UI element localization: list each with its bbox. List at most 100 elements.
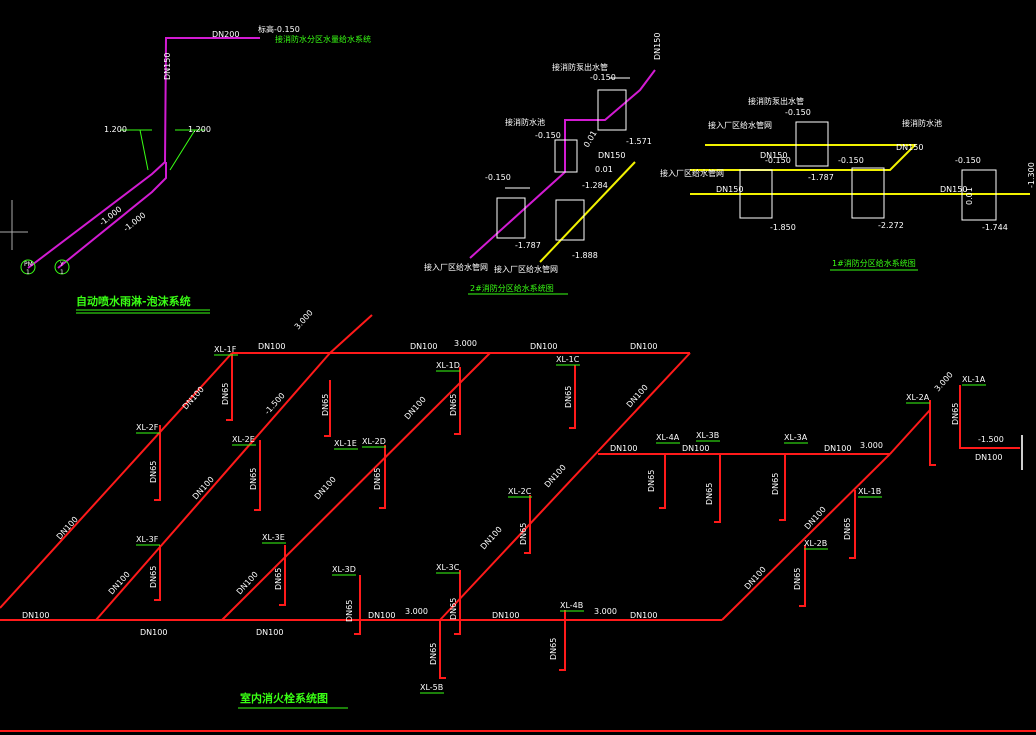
hydrant-dn65-7: DN65	[373, 468, 382, 490]
hydrant-e3000-3: 3.000	[594, 607, 617, 616]
hydrant-dn100-15: DN100	[55, 515, 80, 541]
hydrant-dn65-11: DN65	[345, 600, 354, 622]
area1-e9: -1.300	[1027, 162, 1036, 188]
riser-label-xl-1c: XL-1C	[556, 355, 580, 364]
hydrant-dn65-5: DN65	[274, 568, 283, 590]
area2-e7: -1.888	[572, 251, 598, 260]
area2-e6: -1.284	[582, 181, 608, 190]
hydrant-pipe-diag-2	[95, 352, 331, 621]
hydrant-dn65-3: DN65	[149, 566, 158, 588]
hydrant-e3000-5: 3.000	[933, 370, 955, 393]
riser-label-xl-1a: XL-1A	[962, 375, 986, 384]
riser-label-xl-1d: XL-1D	[436, 361, 460, 370]
riser-label-xl-3c: XL-3C	[436, 563, 460, 572]
hydrant-annotations: DN100 DN100 DN100 DN100 DN100 DN100 DN10…	[0, 308, 1036, 732]
riser-label-xl-1f: XL-1F	[214, 345, 237, 354]
hydrant-dn100-13: DN100	[824, 444, 851, 453]
hydrant-dn65-4: DN65	[249, 468, 258, 490]
area2-n4: 接入厂区给水管网	[494, 264, 558, 274]
hydrant-dn65-14: DN65	[549, 638, 558, 660]
area2-title: 2#消防分区给水系统图	[470, 283, 554, 293]
foam-system-title: 自动喷水雨淋-泡沫系统	[76, 294, 191, 308]
foam-tag-b: 1	[26, 269, 30, 276]
hydrant-dn65-2: DN65	[149, 461, 158, 483]
area1-dn150b: DN150	[716, 185, 743, 194]
hydrant-dn100-20: DN100	[479, 525, 504, 551]
hydrant-dn65-13: DN65	[429, 643, 438, 665]
foam-tag-d: 1	[60, 269, 64, 276]
riser-label-xl-2c: XL-2C	[508, 487, 532, 496]
hydrant-dn65-18: DN65	[843, 518, 852, 540]
hydrant-pipe-right	[889, 409, 931, 455]
area2-v2: 0.01	[582, 129, 599, 149]
hydrant-e3000-6: 3.000	[293, 308, 315, 331]
area1-n1: 接入厂区给水管网	[708, 120, 772, 130]
foam-elev-1200a: 1.200	[104, 125, 127, 134]
area2-e4: -1.787	[515, 241, 541, 250]
area1-e2: -0.150	[765, 156, 791, 165]
hydrant-dn100-18: DN100	[625, 383, 650, 409]
riser-label-xl-1e: XL-1E	[334, 439, 357, 448]
area2-yellow-pipe	[539, 161, 636, 263]
foam-elev-top: 标高-0.150	[258, 24, 300, 34]
riser-label-xl-4b: XL-4B	[560, 601, 583, 610]
hydrant-e1500-2: -1.500	[978, 435, 1004, 444]
hydrant-pipe-diag-5	[721, 453, 891, 621]
area2-n2: 接消防水池	[505, 117, 545, 127]
foam-note-top: 接消防水分区水量给水系统	[275, 34, 371, 44]
foam-pipe-branch	[57, 162, 167, 269]
riser-label-xl-3d: XL-3D	[332, 565, 356, 574]
foam-elev-1200b: 1.200	[188, 125, 211, 134]
foam-system: DN200 DN150 标高-0.150 接消防水分区水量给水系统 1.200 …	[0, 24, 371, 314]
area1-v1: 0.01	[965, 187, 974, 205]
foam-tag-c: Y	[59, 261, 64, 268]
area1-e7: -1.744	[982, 223, 1008, 232]
hydrant-dn65-8: DN65	[449, 394, 458, 416]
area1-n2: 接入厂区给水管网	[660, 168, 724, 178]
hydrant-dn65-17: DN65	[771, 473, 780, 495]
area1-e5: -2.272	[878, 221, 904, 230]
area1-e8: -1.850	[770, 223, 796, 232]
hydrant-dn100-3: DN100	[530, 342, 557, 351]
hydrant-dn100-10: DN100	[22, 611, 49, 620]
area2-dn150b: DN150	[653, 33, 662, 60]
area1-e3: -1.787	[808, 173, 834, 182]
hydrant-dn100-16: DN100	[181, 385, 206, 411]
area2-e5: -0.150	[485, 173, 511, 182]
riser-label-xl-2e: XL-2E	[232, 435, 255, 444]
riser-label-xl-3a: XL-3A	[784, 433, 808, 442]
area2-n3: 接入厂区给水管网	[424, 262, 488, 272]
hydrant-dn100-22: DN100	[313, 475, 338, 501]
hydrant-pipe-riser	[329, 314, 373, 354]
area2-e2: -1.571	[626, 137, 652, 146]
hydrant-dn100-5: DN100	[140, 628, 167, 637]
hydrant-dn65-9: DN65	[564, 386, 573, 408]
hydrant-dn100-1: DN100	[258, 342, 285, 351]
area2-n1: 接消防泵出水管	[552, 62, 608, 72]
area1-n3: 接消防泵出水管	[748, 96, 804, 106]
foam-pipe-main	[27, 37, 260, 269]
hydrant-dn65-1: DN65	[221, 383, 230, 405]
hydrant-system	[0, 314, 1023, 679]
riser-label-xl-2d: XL-2D	[362, 437, 386, 446]
hydrant-e1500-1: -1.500	[263, 391, 287, 416]
riser-label-xl-5b: XL-5B	[420, 683, 443, 692]
hydrant-dn65-19: DN65	[793, 568, 802, 590]
area1-dn150d: DN150	[896, 143, 923, 152]
riser-label-xl-2f: XL-2F	[136, 423, 159, 432]
riser-label-xl-2b: XL-2B	[804, 539, 827, 548]
hydrant-dn100-19: DN100	[543, 463, 568, 489]
area2-foam-pipe	[469, 69, 656, 259]
riser-labels: XL-1F XL-1D XL-1C XL-2F XL-2E XL-1E XL-2D XL-2C…	[136, 345, 986, 694]
hydrant-pipe-diag-4	[439, 352, 691, 621]
riser-label-xl-4a: XL-4A	[656, 433, 680, 442]
hydrant-pipe-diag-1	[0, 352, 233, 609]
foam-tag-a: PM	[24, 261, 33, 268]
hydrant-dn100-7: DN100	[368, 611, 395, 620]
hydrant-dn100-14: DN100	[975, 453, 1002, 462]
hydrant-dn65-10: DN65	[519, 523, 528, 545]
area1-dn150a: DN150	[760, 151, 787, 160]
hydrant-dn100-2: DN100	[410, 342, 437, 351]
